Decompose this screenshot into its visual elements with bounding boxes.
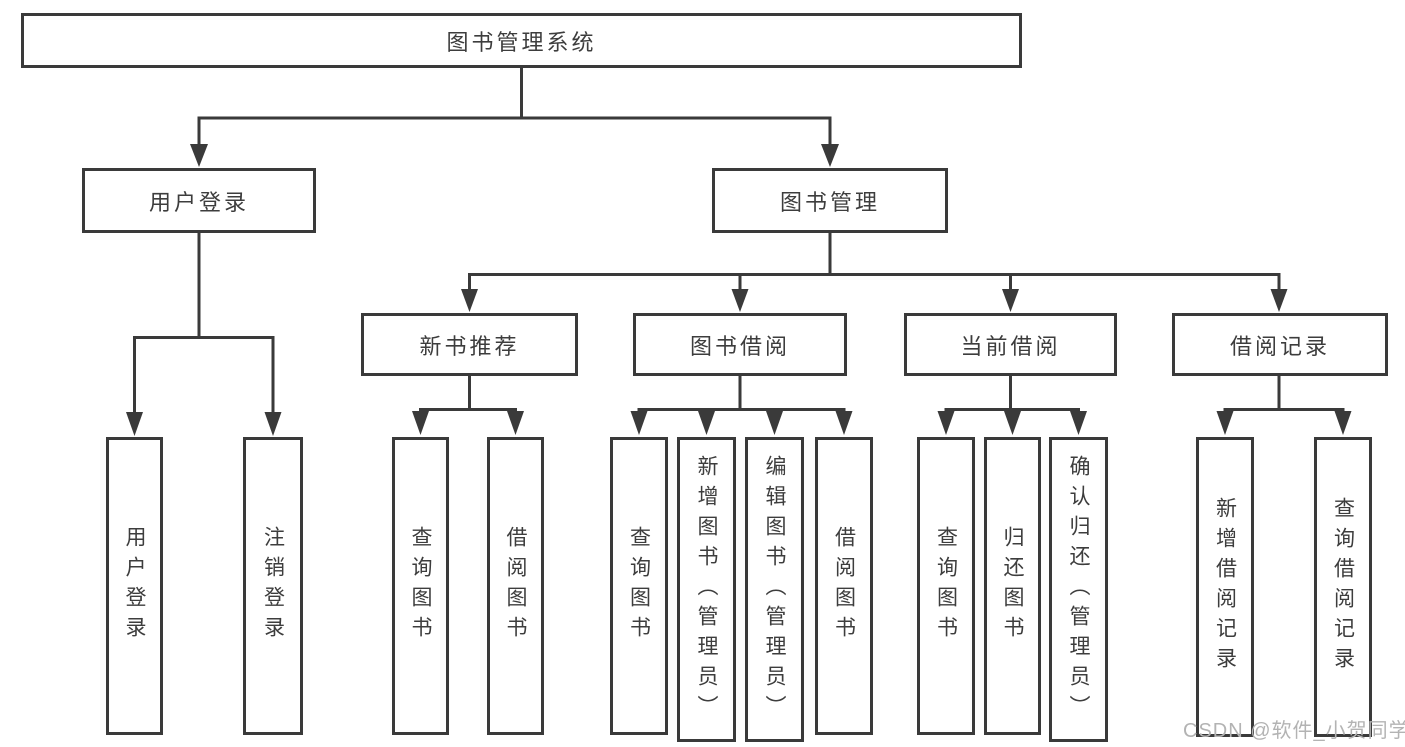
leaf-confirm-return-admin: 确认归还（管理员） [1049, 437, 1108, 742]
leaf-borrow-book-borrow-label: 借阅图书 [832, 526, 856, 646]
leaf-borrow-book-recommend-label: 借阅图书 [504, 526, 527, 646]
node-new-book-recommend-label: 新书推荐 [419, 333, 520, 359]
node-book-borrow: 图书借阅 [633, 313, 847, 376]
leaf-add-borrow-record: 新增借阅记录 [1196, 437, 1254, 737]
connector-root-to-level2 [190, 67, 839, 167]
leaf-query-book-recommend: 查询图书 [392, 437, 449, 735]
leaf-confirm-return-admin-label: 确认归还（管理员） [1067, 454, 1090, 725]
connector-user-login-to-leaves [126, 232, 282, 436]
connector-new-book-recommend-to-leaves [412, 375, 524, 435]
leaf-add-borrow-record-label: 新增借阅记录 [1213, 497, 1237, 677]
connector-current-borrow-to-leaves [937, 375, 1087, 435]
node-new-book-recommend: 新书推荐 [361, 313, 578, 376]
leaf-edit-book-admin: 编辑图书（管理员） [745, 437, 804, 742]
node-book-borrow-label: 图书借阅 [689, 333, 790, 359]
node-borrow-records: 借阅记录 [1172, 313, 1388, 376]
node-borrow-records-label: 借阅记录 [1229, 333, 1330, 359]
node-book-management-label: 图书管理 [779, 189, 880, 215]
leaf-edit-book-admin-label: 编辑图书（管理员） [763, 454, 786, 725]
leaf-query-book-borrow-label: 查询图书 [627, 526, 651, 646]
connector-borrow-records-to-leaves [1216, 375, 1352, 435]
leaf-user-login: 用户登录 [106, 437, 163, 735]
leaf-query-book-current-label: 查询图书 [934, 526, 958, 646]
leaf-add-book-admin: 新增图书（管理员） [677, 437, 736, 742]
node-user-login-label: 用户登录 [148, 189, 249, 215]
leaf-borrow-book-borrow: 借阅图书 [815, 437, 873, 735]
leaf-query-book-current: 查询图书 [917, 437, 975, 735]
leaf-logout-login-label: 注销登录 [261, 526, 285, 646]
leaf-return-book: 归还图书 [984, 437, 1041, 735]
node-user-login: 用户登录 [82, 168, 316, 233]
node-book-management: 图书管理 [712, 168, 948, 233]
connector-book-management-to-level3 [461, 232, 1288, 312]
node-root: 图书管理系统 [21, 13, 1022, 68]
leaf-query-book-borrow: 查询图书 [610, 437, 668, 735]
leaf-borrow-book-recommend: 借阅图书 [487, 437, 544, 735]
node-root-label: 图书管理系统 [446, 29, 597, 55]
leaf-query-borrow-record: 查询借阅记录 [1314, 437, 1372, 737]
csdn-watermark: CSDN @软件_小贺同学 [1183, 720, 1405, 742]
leaf-add-book-admin-label: 新增图书（管理员） [695, 454, 718, 725]
connector-book-borrow-to-leaves [630, 375, 853, 435]
leaf-query-borrow-record-label: 查询借阅记录 [1331, 497, 1355, 677]
leaf-logout-login: 注销登录 [243, 437, 303, 735]
leaf-return-book-label: 归还图书 [1001, 526, 1024, 646]
leaf-query-book-recommend-label: 查询图书 [409, 526, 432, 646]
leaf-user-login-label: 用户登录 [123, 526, 146, 646]
node-current-borrow: 当前借阅 [904, 313, 1117, 376]
node-current-borrow-label: 当前借阅 [960, 333, 1061, 359]
